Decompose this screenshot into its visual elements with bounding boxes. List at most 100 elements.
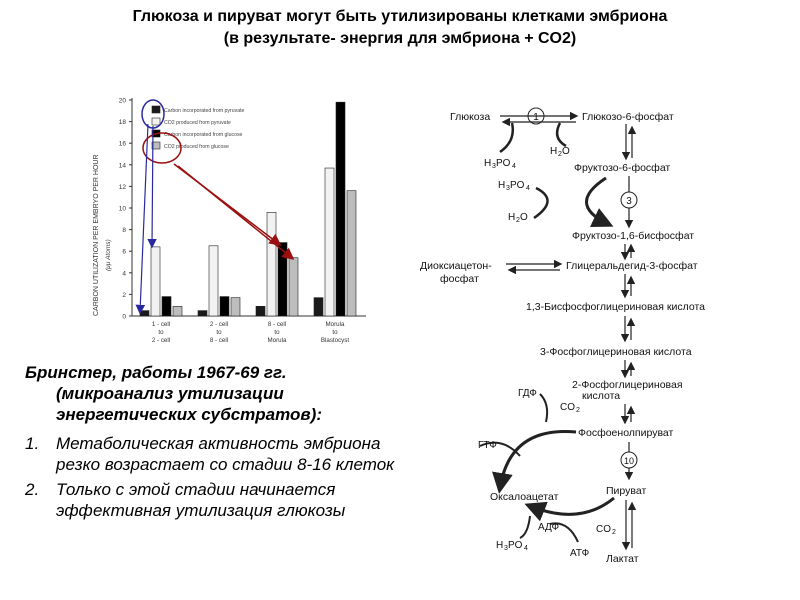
bar (139, 310, 150, 317)
step-10-number: 10 (624, 456, 634, 466)
step-3-circle (620, 191, 638, 209)
notes-item-number: 1. (25, 434, 40, 453)
bar (288, 257, 299, 317)
po4: PO (496, 158, 511, 169)
notes-item-line-2: резко возрастает со стадии 8-16 клеток (56, 455, 395, 474)
red-highlight-circle (142, 132, 182, 164)
bar-series (139, 101, 357, 317)
bar (230, 297, 241, 317)
bar (313, 297, 324, 317)
sub: 2 (558, 151, 562, 158)
blue-arrow-1 (135, 123, 149, 315)
node-glucose: Глюкоза (450, 111, 490, 123)
sub: 3 (492, 163, 496, 170)
x-tick-label: to (216, 329, 222, 336)
curved-step-3-left (533, 186, 549, 220)
notes-item-line-1: Метаболическая активность эмбриона (56, 434, 381, 453)
label-adp: АДФ (538, 522, 560, 533)
y-tick-label: 10 (119, 206, 127, 213)
y-tick-label: 4 (122, 270, 126, 277)
node-1-3-bisphosphoglycerate: 1,3-Бисфосфоглицериновая кислота (526, 301, 705, 313)
label-gdp: ГДФ (518, 388, 537, 399)
x-tick-label: 8 - cell (210, 337, 228, 344)
y-tick-label: 16 (119, 141, 127, 148)
bar (266, 212, 277, 317)
x-tick-label: 2 - cell (210, 321, 228, 328)
curved-gtp (479, 441, 521, 457)
notes-heading-line-2: (микроанализ утилизации (56, 384, 284, 403)
legend-swatch (151, 141, 161, 150)
curved-h3po4 (499, 122, 514, 154)
node-fructose-6-phosphate: Фруктозо-6-фосфат (574, 162, 670, 174)
bar (255, 305, 266, 317)
x-tick-label: Blastocyst (321, 337, 349, 344)
legend-label: Carbon incorporated from glucose (164, 132, 243, 138)
po4: PO (510, 180, 525, 191)
label-gtp: ГТФ (478, 440, 497, 451)
bar (219, 296, 230, 317)
node-oxaloacetate: Оксалоацетат (490, 491, 559, 503)
node-3-phosphoglycerate: 3-Фосфоглицериновая кислота (540, 346, 692, 358)
notes-list-item: 2. Только с этой стадии начинается эффек… (25, 479, 475, 521)
sub: 4 (526, 185, 530, 192)
node-dhap-line-2: фосфат (440, 273, 479, 285)
slide-title: Глюкоза и пируват могут быть утилизирова… (0, 6, 800, 50)
bar (150, 246, 161, 317)
bar (197, 310, 208, 317)
node-pyruvate: Пируват (606, 485, 646, 497)
x-tick-label: to (158, 329, 164, 336)
curved-h2o (555, 122, 567, 148)
bar (208, 245, 219, 317)
x-tick-label: to (332, 329, 338, 336)
node-glucose-6-phosphate: Глюкозо-6-фосфат (582, 111, 674, 123)
o: O (562, 146, 570, 157)
curved-pyruvate-carboxylase (524, 496, 615, 522)
x-tick-label: Morula (326, 321, 345, 328)
glycolysis-pathway-diagram: Глюкоза 1 Глюкозо-6-фосфат H 3 PO 4 H 2 … (420, 107, 705, 565)
bar-chart: CARBON UTILIZATION PER EMBRYO PER HOUR (… (93, 98, 366, 344)
red-arrow-2 (177, 165, 295, 260)
curved-co2-gdp (539, 393, 549, 423)
node-2-phosphoglycerate-line-2: кислота (582, 390, 620, 402)
x-tick-label: 1 - cell (152, 321, 170, 328)
y-axis-unit: (μμ Atoms) (105, 239, 112, 271)
label-co2-1: CO (560, 402, 575, 413)
x-tick-label: 8 - cell (268, 321, 286, 328)
label-h2o-2: H (508, 212, 515, 223)
node-fructose-1-6-bisphosphate: Фруктозо-1,6-бисфосфат (572, 230, 694, 242)
step-10-circle (620, 451, 638, 469)
y-tick-label: 12 (119, 184, 127, 191)
sub: 2 (612, 529, 616, 536)
bar (277, 242, 288, 317)
label-h2o-1: H (550, 146, 557, 157)
curved-step-3-right (585, 176, 614, 228)
node-dhap-line-1: Диоксиацетон- (420, 260, 492, 272)
notes-heading-line-3: энергетических субстратов): (56, 405, 322, 424)
bar (324, 167, 335, 317)
node-glyceraldehyde-3-phosphate: Глицеральдегид-3-фосфат (566, 260, 698, 272)
curved-h3po4-3 (519, 515, 531, 539)
y-tick-label: 6 (122, 249, 126, 256)
title-line-1: Глюкоза и пируват могут быть утилизирова… (132, 8, 668, 25)
y-axis-label: CARBON UTILIZATION PER EMBRYO PER HOUR (93, 154, 100, 316)
y-tick-label: 8 (122, 227, 126, 234)
label-co2-2: CO (596, 524, 611, 535)
y-tick-label: 2 (122, 292, 126, 299)
blue-arrow-2 (147, 125, 157, 249)
sub: 2 (516, 217, 520, 224)
bar (335, 101, 346, 317)
node-2-phosphoglycerate-line-1: 2-Фосфоглицериновая (572, 379, 683, 391)
sub: 3 (504, 545, 508, 552)
notes-heading-line-1: Бринстер, работы 1967-69 гг. (25, 363, 287, 382)
notes-item-number: 2. (25, 480, 40, 499)
bar (161, 296, 172, 317)
label-h3po4-2: H (498, 180, 505, 191)
legend-swatch (151, 105, 161, 114)
notes-item-line-2: эффективная утилизация глюкозы (56, 501, 346, 520)
notes-heading: Бринстер, работы 1967-69 гг. (микроанали… (25, 362, 475, 425)
label-h3po4-1: H (484, 158, 491, 169)
sub: 4 (512, 163, 516, 170)
legend-label: CO2 produced from glucose (164, 144, 229, 150)
